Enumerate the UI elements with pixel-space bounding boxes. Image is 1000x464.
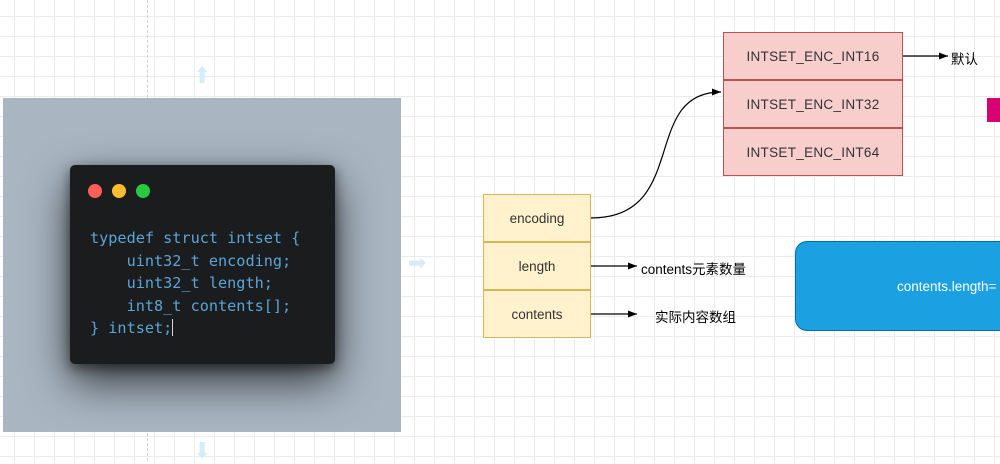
field-label: encoding	[509, 210, 565, 226]
note-box[interactable]	[795, 241, 1000, 331]
code-line: int8_t contents[];	[90, 296, 292, 315]
field-label: length	[518, 258, 556, 274]
length-description: contents元素数量	[641, 262, 747, 277]
arrow-down-icon: ⬇	[193, 439, 212, 464]
code-line: uint32_t length;	[90, 274, 273, 292]
arrow-right-icon: ➡	[408, 251, 427, 276]
code-window: typedef struct intset { uint32_t encodin…	[70, 165, 335, 364]
code-text: typedef struct intset { uint32_t encodin…	[90, 227, 300, 340]
field-label: contents	[511, 306, 563, 322]
encoding-int16-box[interactable]: INTSET_ENC_INT16	[723, 32, 903, 80]
code-line: uint32_t encoding;	[90, 251, 292, 270]
close-dot-icon	[88, 184, 102, 198]
encoding-to-enum-connector[interactable]	[590, 88, 722, 219]
text-caret	[172, 319, 174, 336]
encoding-label: INTSET_ENC_INT64	[746, 144, 880, 160]
code-line: } intset;	[90, 319, 174, 337]
field-length-box[interactable]: length	[483, 242, 591, 290]
encoding-int32-box[interactable]: INTSET_ENC_INT32	[723, 80, 903, 128]
pink-shape[interactable]	[987, 98, 1000, 122]
arrow-up-icon: ⬆	[193, 64, 212, 89]
note-text: contents.length=	[897, 279, 997, 294]
encoding-int64-box[interactable]: INTSET_ENC_INT64	[723, 128, 903, 176]
encoding-label: INTSET_ENC_INT16	[746, 48, 880, 64]
maximize-dot-icon	[136, 184, 150, 198]
contents-description: 实际内容数组	[655, 310, 736, 325]
encoding-label: INTSET_ENC_INT32	[746, 96, 880, 112]
field-contents-box[interactable]: contents	[483, 290, 591, 338]
field-encoding-box[interactable]: encoding	[483, 194, 591, 242]
code-snippet-image[interactable]: typedef struct intset { uint32_t encodin…	[3, 98, 401, 432]
code-line: typedef struct intset {	[90, 229, 301, 247]
default-label: 默认	[951, 52, 978, 67]
minimize-dot-icon	[112, 184, 126, 198]
